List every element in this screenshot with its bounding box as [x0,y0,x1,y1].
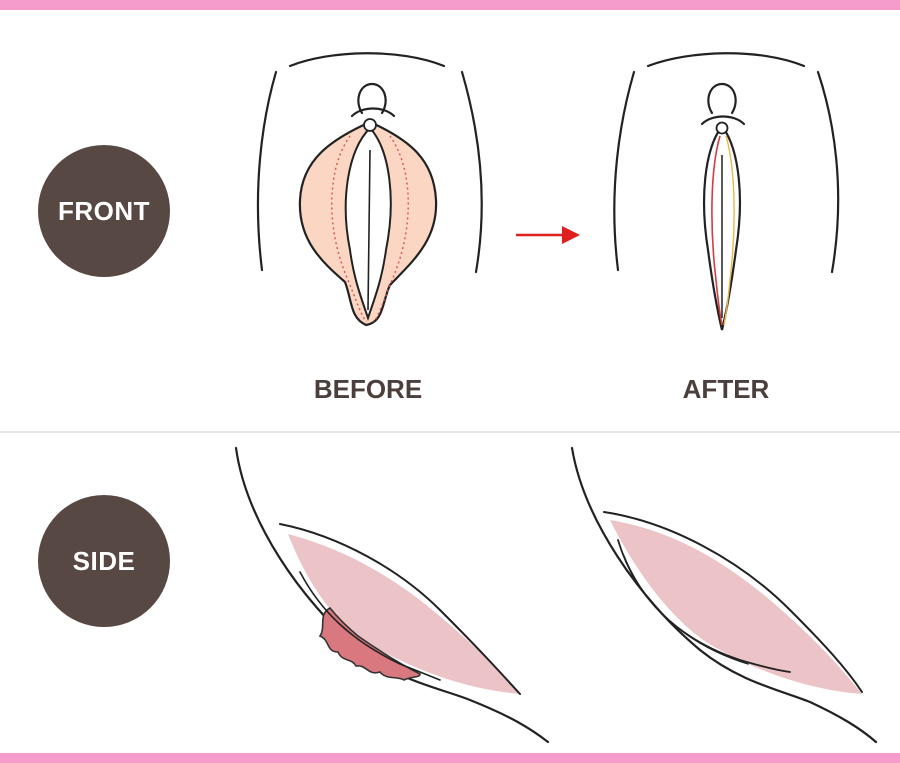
front-badge: FRONT [38,145,170,277]
side-badge: SIDE [38,495,170,627]
after-hood [700,115,746,126]
after-torso-top [646,52,806,68]
after-inner-left [711,135,723,326]
before-hood [350,107,396,118]
after-inner-right [723,135,735,326]
after-side-tissue [610,520,862,694]
top-accent-bar [0,0,900,10]
after-side-upper-line [603,511,863,693]
before-side-upper-line [279,523,521,695]
before-hip-right [460,70,483,274]
before-hip-left [256,70,278,272]
before-caption: BEFORE [313,374,423,404]
before-navel [357,82,387,115]
after-clitoral-circle [715,121,729,135]
after-hip-left [613,70,636,272]
before-center-line [367,149,371,311]
before-dotted-left [331,135,367,323]
after-caption: AFTER [682,374,770,404]
before-dotted-right [373,135,409,323]
bottom-accent-bar [0,753,900,763]
after-side-body-line [570,446,878,744]
before-torso-top [288,52,446,68]
before-clitoral-circle [363,118,377,132]
before-labia-minora [344,126,392,322]
right-arrow-icon [516,226,580,244]
before-side-lower-line [299,571,441,681]
after-navel [707,82,737,115]
after-side-lower-line-2 [623,555,749,665]
section-divider [0,431,900,433]
after-hip-right [816,70,840,274]
before-side-tissue [288,534,520,694]
